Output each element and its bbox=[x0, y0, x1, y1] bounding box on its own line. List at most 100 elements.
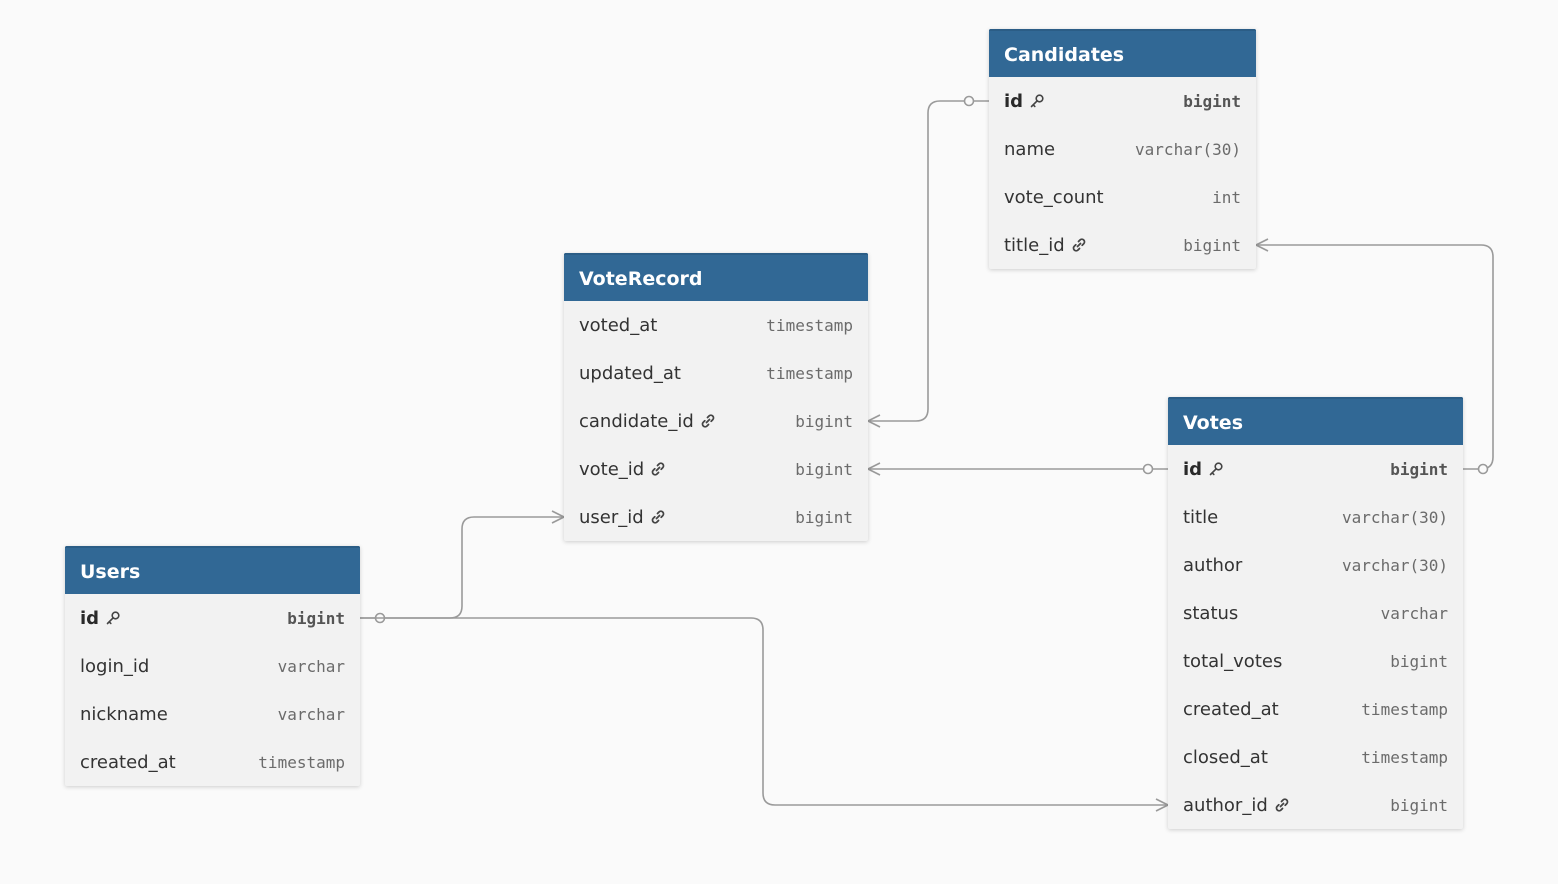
column-row-created-at[interactable]: created_at timestamp bbox=[1168, 685, 1463, 733]
column-row-name[interactable]: name varchar(30) bbox=[989, 125, 1256, 173]
key-icon bbox=[1208, 461, 1224, 477]
link-icon bbox=[650, 509, 666, 525]
column-name-text: author bbox=[1183, 554, 1243, 576]
column-row-nickname[interactable]: nickname varchar bbox=[65, 690, 360, 738]
column-type: varchar bbox=[277, 704, 345, 724]
column-type: varchar bbox=[277, 656, 345, 676]
column-type: int bbox=[1212, 187, 1241, 207]
table-title: VoteRecord bbox=[564, 253, 868, 301]
column-name-text: status bbox=[1183, 602, 1239, 624]
column-name-text: title_id bbox=[1004, 234, 1065, 256]
table-title: Votes bbox=[1168, 397, 1463, 445]
column-name-text: voted_at bbox=[579, 314, 658, 336]
column-row-login-id[interactable]: login_id varchar bbox=[65, 642, 360, 690]
column-name: voted_at bbox=[579, 315, 657, 336]
link-icon bbox=[1071, 237, 1087, 253]
column-name: author_id bbox=[1183, 795, 1290, 816]
column-row-vote-count[interactable]: vote_count int bbox=[989, 173, 1256, 221]
edge-user bbox=[360, 516, 564, 619]
column-name-text: created_at bbox=[80, 751, 176, 773]
column-name: created_at bbox=[1183, 699, 1279, 720]
column-name-text: closed_at bbox=[1183, 746, 1268, 768]
column-name-text: title bbox=[1183, 506, 1219, 528]
column-row-voted-at[interactable]: voted_at timestamp bbox=[564, 301, 868, 349]
column-name: id bbox=[1004, 91, 1045, 112]
column-name: login_id bbox=[80, 656, 149, 677]
key-icon bbox=[1029, 93, 1045, 109]
table-candidates[interactable]: Candidates id bigint name varchar(30) vote_co… bbox=[989, 29, 1256, 269]
column-name-text: id bbox=[80, 607, 100, 629]
column-type: varchar(30) bbox=[1135, 139, 1241, 159]
column-name: candidate_id bbox=[579, 411, 716, 432]
column-type: bigint bbox=[795, 411, 853, 431]
link-icon bbox=[650, 461, 666, 477]
column-name-text: nickname bbox=[80, 703, 168, 725]
column-type: bigint bbox=[1390, 795, 1448, 815]
column-type: timestamp bbox=[766, 363, 853, 383]
column-name-text: name bbox=[1004, 138, 1056, 160]
column-name-text: login_id bbox=[80, 655, 150, 677]
column-type: varchar(30) bbox=[1342, 507, 1448, 527]
column-type: bigint bbox=[1390, 651, 1448, 671]
column-type: bigint bbox=[1183, 91, 1241, 111]
crowfoot-marker bbox=[867, 414, 881, 428]
column-row-status[interactable]: status varchar bbox=[1168, 589, 1463, 637]
link-icon bbox=[1274, 797, 1290, 813]
column-row-created-at[interactable]: created_at timestamp bbox=[65, 738, 360, 786]
link-icon bbox=[700, 413, 716, 429]
column-name: updated_at bbox=[579, 363, 681, 384]
column-type: bigint bbox=[795, 459, 853, 479]
key-icon bbox=[105, 610, 121, 626]
edge-author bbox=[360, 617, 1168, 806]
column-name-text: vote_count bbox=[1004, 186, 1104, 208]
column-name-text: user_id bbox=[579, 506, 644, 528]
column-name: id bbox=[80, 608, 121, 629]
optional-marker bbox=[963, 95, 975, 107]
column-row-total-votes[interactable]: total_votes bigint bbox=[1168, 637, 1463, 685]
column-name: user_id bbox=[579, 507, 666, 528]
column-name-text: vote_id bbox=[579, 458, 645, 480]
column-type: timestamp bbox=[766, 315, 853, 335]
column-name: total_votes bbox=[1183, 651, 1282, 672]
column-name: created_at bbox=[80, 752, 176, 773]
column-name: nickname bbox=[80, 704, 168, 725]
column-row-author-id[interactable]: author_id bigint bbox=[1168, 781, 1463, 829]
column-type: bigint bbox=[795, 507, 853, 527]
column-row-candidate-id[interactable]: candidate_id bigint bbox=[564, 397, 868, 445]
table-title: Candidates bbox=[989, 29, 1256, 77]
column-type: bigint bbox=[287, 608, 345, 628]
column-row-id[interactable]: id bigint bbox=[65, 594, 360, 642]
edge-candidate bbox=[868, 100, 989, 422]
column-name: title_id bbox=[1004, 235, 1087, 256]
column-name-text: total_votes bbox=[1183, 650, 1283, 672]
column-name: vote_id bbox=[579, 459, 666, 480]
column-type: varchar bbox=[1380, 603, 1448, 623]
column-type: timestamp bbox=[1361, 699, 1448, 719]
crowfoot-marker bbox=[551, 510, 565, 524]
column-name: closed_at bbox=[1183, 747, 1268, 768]
optional-marker bbox=[1477, 463, 1489, 475]
column-row-user-id[interactable]: user_id bigint bbox=[564, 493, 868, 541]
column-type: timestamp bbox=[1361, 747, 1448, 767]
column-row-id[interactable]: id bigint bbox=[989, 77, 1256, 125]
column-name: author bbox=[1183, 555, 1242, 576]
column-row-title[interactable]: title varchar(30) bbox=[1168, 493, 1463, 541]
column-name: vote_count bbox=[1004, 187, 1104, 208]
crowfoot-marker bbox=[1255, 238, 1269, 252]
table-voterecord[interactable]: VoteRecord voted_at timestamp updated_at tim… bbox=[564, 253, 868, 541]
column-type: bigint bbox=[1390, 459, 1448, 479]
column-name-text: id bbox=[1004, 90, 1024, 112]
column-row-updated-at[interactable]: updated_at timestamp bbox=[564, 349, 868, 397]
column-name: title bbox=[1183, 507, 1218, 528]
column-row-vote-id[interactable]: vote_id bigint bbox=[564, 445, 868, 493]
column-name-text: candidate_id bbox=[579, 410, 694, 432]
column-row-closed-at[interactable]: closed_at timestamp bbox=[1168, 733, 1463, 781]
column-type: timestamp bbox=[258, 752, 345, 772]
